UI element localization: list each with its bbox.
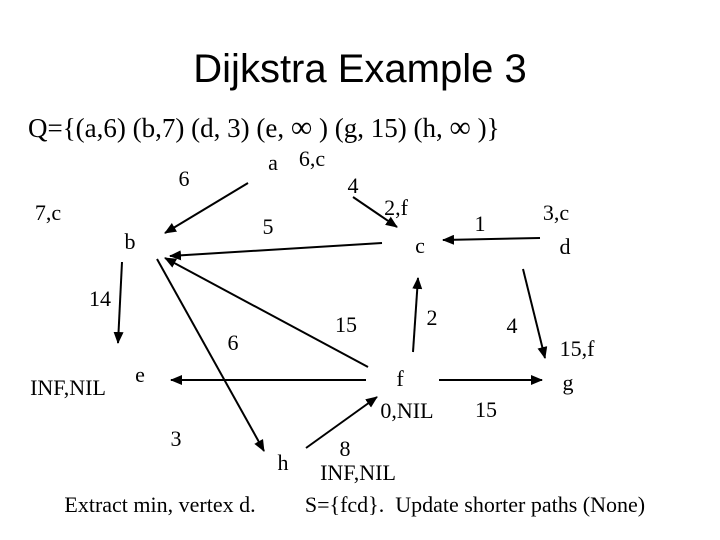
edge-f-c xyxy=(412,277,423,353)
node-annotation-c: 2,f xyxy=(384,195,409,220)
slide-title: Dijkstra Example 3 xyxy=(193,47,526,91)
node-annotation-h: INF,NIL xyxy=(320,460,396,485)
edge-c-a xyxy=(352,196,398,228)
edge-weight-d-c: 1 xyxy=(475,211,486,236)
edge-weight-f-c: 2 xyxy=(427,305,438,330)
node-g: g xyxy=(563,370,574,395)
edge-weight-d-g: 4 xyxy=(507,313,518,338)
edge-weight-a-b: 6 xyxy=(179,166,190,191)
edge-weight-f-b: 15 xyxy=(335,312,357,337)
node-d: d xyxy=(560,234,571,259)
edge-weight-f-e: 6 xyxy=(228,330,239,355)
node-annotation-d: 3,c xyxy=(543,200,570,225)
edge-d-g xyxy=(522,268,548,359)
edge-weight-c-b: 5 xyxy=(263,214,274,239)
node-a: a xyxy=(268,150,278,175)
edge-weight-f-g: 15 xyxy=(475,397,497,422)
edge-a-b xyxy=(164,182,249,234)
edge-weight-b-h: 3 xyxy=(171,426,182,451)
node-f: f xyxy=(396,366,404,391)
node-annotation-g: 15,f xyxy=(560,336,596,361)
node-h: h xyxy=(278,450,289,475)
node-annotation-f: 0,NIL xyxy=(380,398,433,423)
node-annotation-e: INF,NIL xyxy=(30,375,106,400)
footer-left-text: Extract min, vertex d. xyxy=(64,492,255,517)
edge-weight-c-a: 4 xyxy=(348,173,359,198)
queue-suffix: )} xyxy=(471,113,500,143)
edge-b-h xyxy=(156,258,265,452)
infinity-symbol-2: ∞ xyxy=(449,111,470,144)
edge-h-f xyxy=(305,396,378,449)
edge-c-b xyxy=(169,242,383,261)
edge-b-e xyxy=(113,261,124,344)
node-annotation-a: 6,c xyxy=(299,146,326,171)
queue-prefix: Q={(a,6) (b,7) (d, 3) (e, xyxy=(28,113,291,143)
node-e: e xyxy=(135,362,145,387)
node-b: b xyxy=(125,229,136,254)
infinity-symbol-1: ∞ xyxy=(291,111,312,144)
node-c: c xyxy=(415,233,425,258)
edge-d-c xyxy=(442,234,541,245)
queue-middle: ) (g, 15) (h, xyxy=(312,113,449,143)
priority-queue-line: Q={(a,6) (b,7) (d, 3) (e, ∞ ) (g, 15) (h… xyxy=(28,111,500,144)
footer-right-text: S={fcd}. Update shorter paths (None) xyxy=(305,492,645,517)
edge-weight-b-e: 14 xyxy=(89,286,111,311)
node-annotation-b: 7,c xyxy=(35,200,62,225)
edge-weight-h-f: 8 xyxy=(340,436,351,461)
edge-f-b xyxy=(164,257,369,368)
